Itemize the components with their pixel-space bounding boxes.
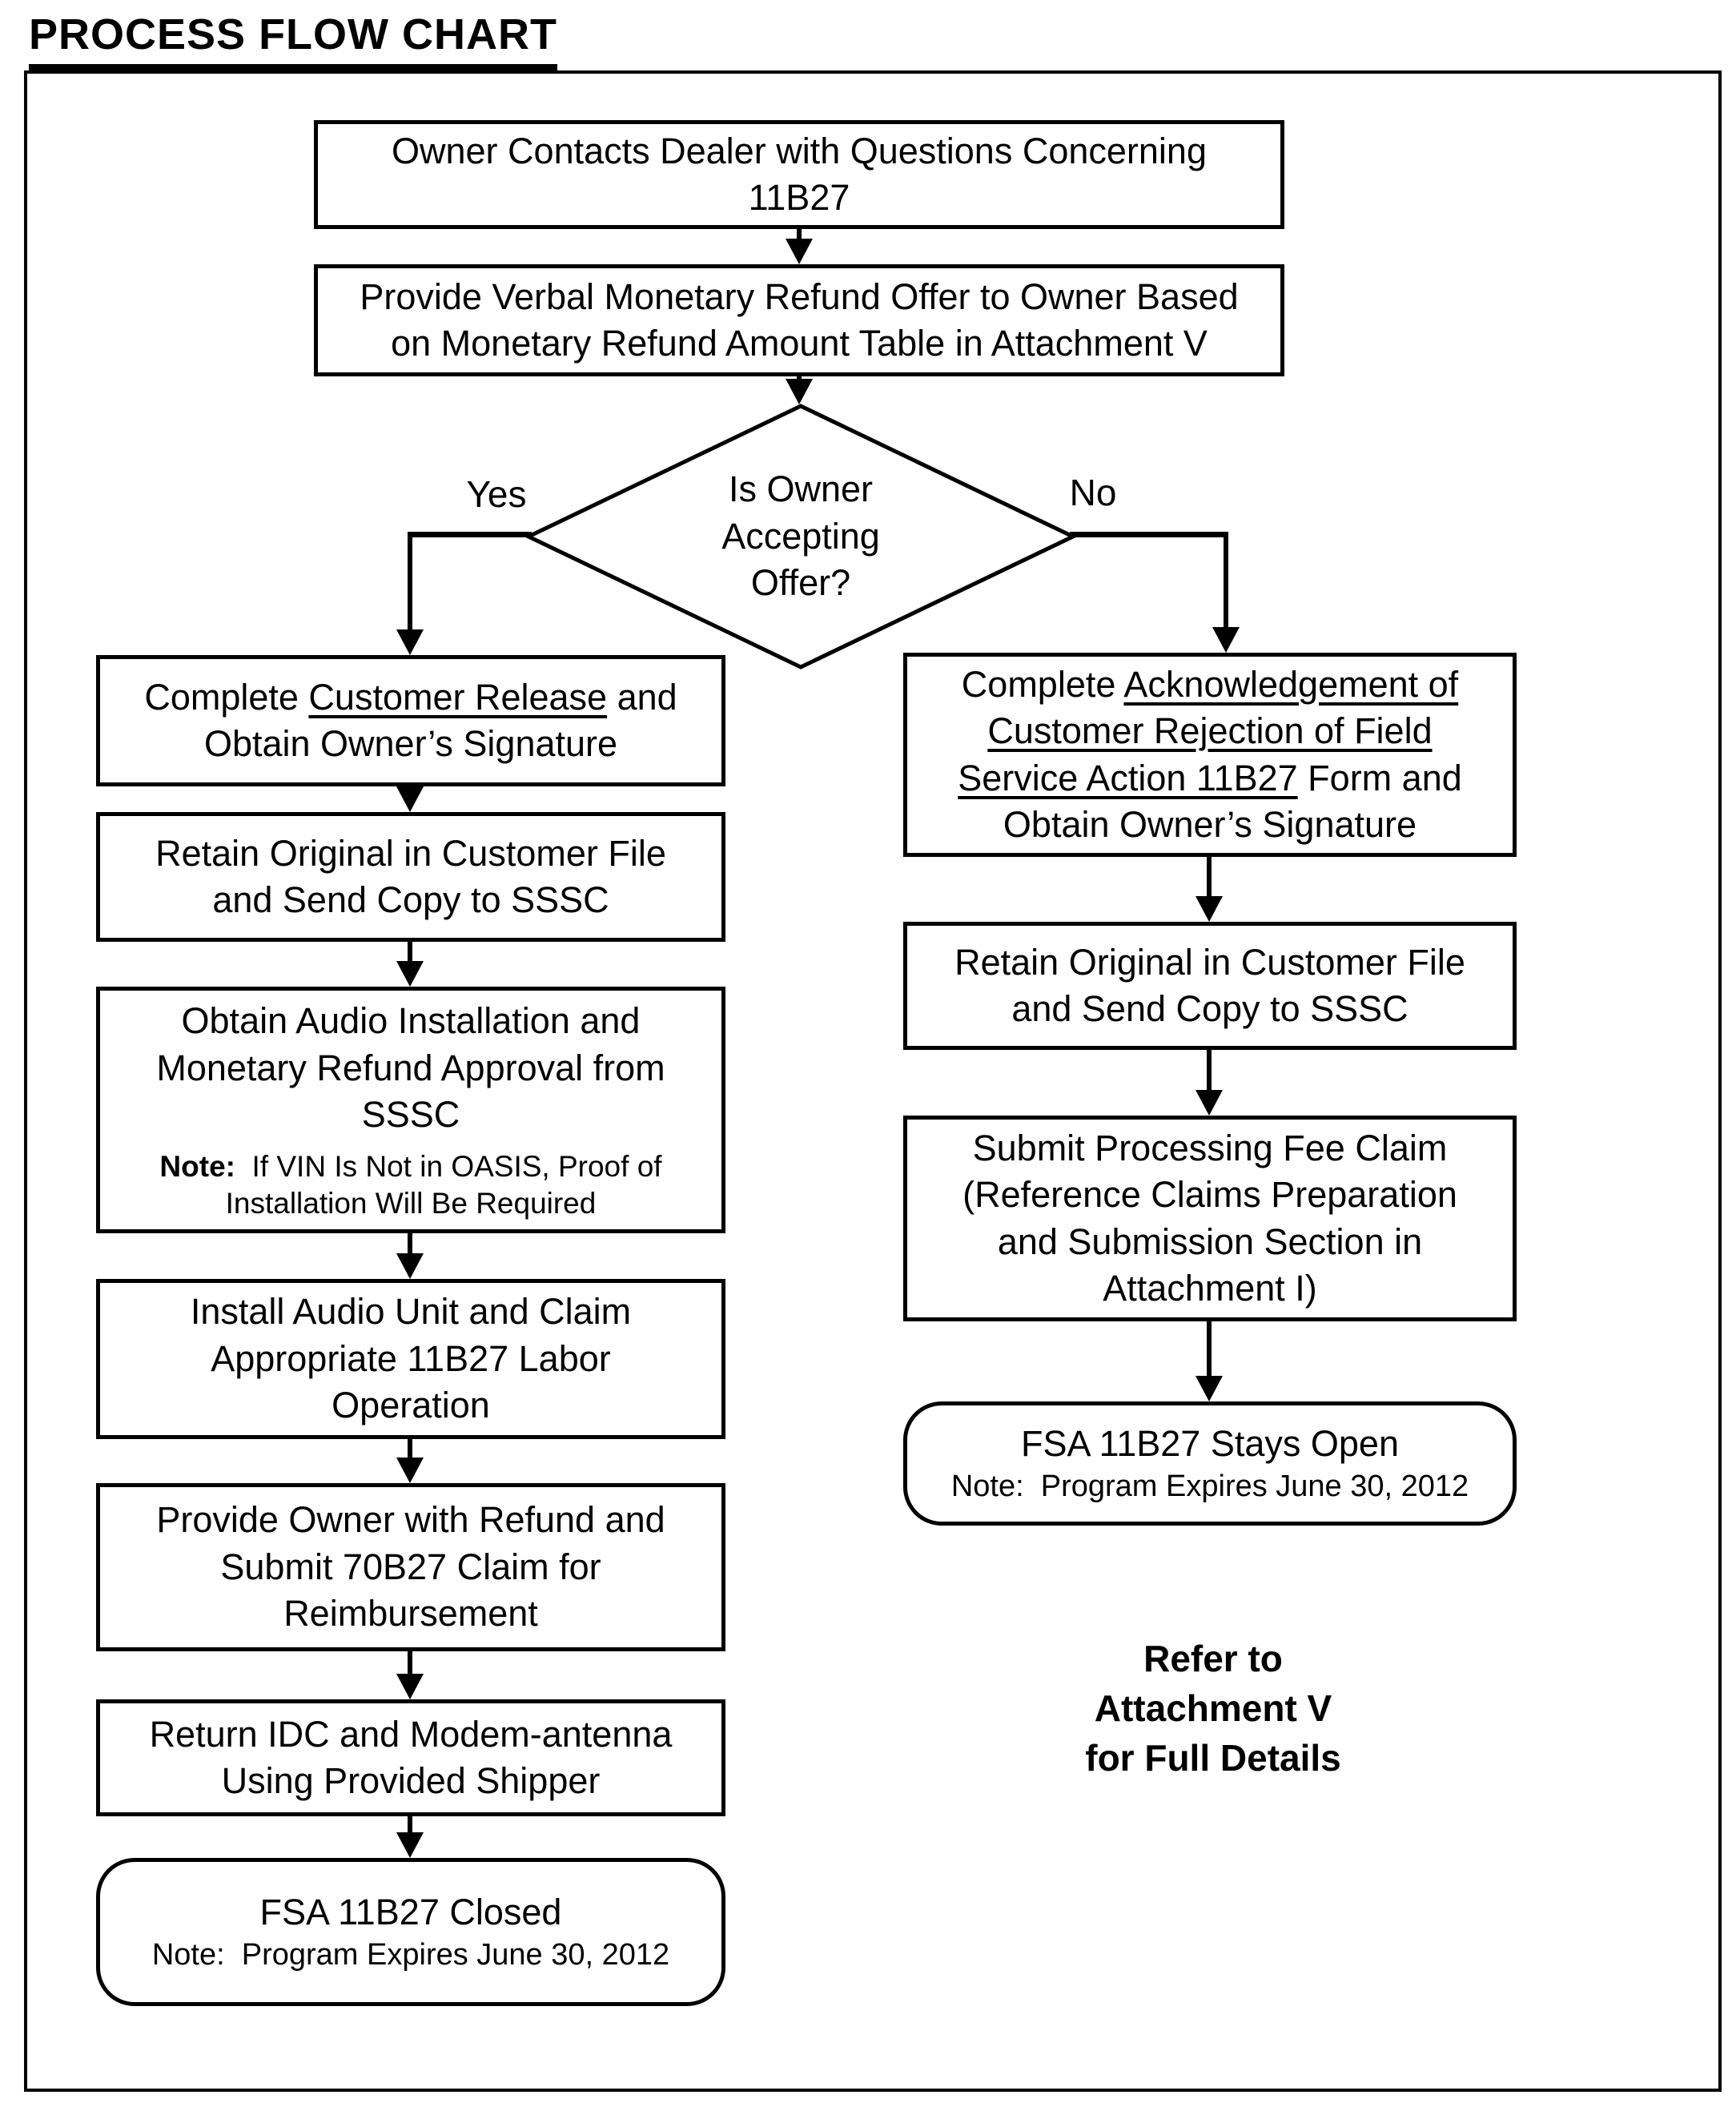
connector-line — [408, 1439, 412, 1462]
connector-line — [408, 1816, 412, 1837]
arrow-down-icon — [396, 1253, 424, 1279]
arrow-down-icon — [396, 786, 424, 812]
box-return-idc: Return IDC and Modem-antenna Using Provi… — [96, 1699, 725, 1816]
diamond-shape — [525, 404, 1076, 669]
box-fee-claim: Submit Processing Fee Claim (Reference C… — [903, 1116, 1517, 1321]
arrow-down-icon — [396, 1674, 424, 1699]
connector-line — [408, 1233, 412, 1258]
oasis-note: Note: If VIN Is Not in OASIS, Proof of I… — [159, 1149, 662, 1220]
arrow-down-icon — [396, 629, 424, 655]
box-ack-rejection-text: Complete Acknowledgement of Customer Rej… — [958, 663, 1462, 846]
page-title: PROCESS FLOW CHART — [29, 10, 557, 70]
box-ack-rejection: Complete Acknowledgement of Customer Rej… — [903, 653, 1517, 857]
arrow-down-icon — [786, 239, 813, 264]
terminator-fsa-open-note: Note: Program Expires June 30, 2012 — [950, 1470, 1469, 1504]
no-path-line — [1070, 532, 1228, 537]
no-path-line — [1224, 532, 1228, 630]
arrow-down-icon — [1196, 896, 1223, 922]
no-label: No — [1069, 472, 1117, 513]
box-obtain-approval: Obtain Audio Installation and Monetary R… — [96, 987, 725, 1233]
connector-line — [408, 1651, 412, 1679]
arrow-down-icon — [396, 1832, 424, 1858]
box-verbal-offer: Provide Verbal Monetary Refund Offer to … — [314, 264, 1284, 376]
connector-line — [797, 227, 802, 242]
connector-line — [1207, 1321, 1212, 1381]
connector-line — [1207, 857, 1212, 901]
arrow-down-icon — [786, 379, 813, 404]
yes-path-line — [408, 532, 412, 633]
terminator-fsa-closed-title: FSA 11B27 Closed — [259, 1891, 562, 1932]
yes-path-line — [408, 532, 532, 537]
arrow-down-icon — [396, 1458, 424, 1483]
box-retain-copy-no: Retain Original in Customer File and Sen… — [903, 922, 1517, 1050]
refer-note: Refer to Attachment V for Full Details — [1085, 1638, 1341, 1779]
terminator-fsa-closed-note: Note: Program Expires June 30, 2012 — [151, 1938, 670, 1972]
connector-line — [1207, 1050, 1212, 1095]
box-customer-release: Complete Customer Release and Obtain Own… — [96, 655, 725, 786]
arrow-down-icon — [396, 961, 424, 987]
box-install-audio: Install Audio Unit and Claim Appropriate… — [96, 1279, 725, 1439]
terminator-fsa-open: FSA 11B27 Stays Open Note: Program Expir… — [903, 1401, 1517, 1526]
box-owner-contacts: Owner Contacts Dealer with Questions Con… — [314, 120, 1284, 229]
decision-diamond: Is Owner Accepting Offer? — [525, 403, 1076, 670]
box-retain-copy-yes: Retain Original in Customer File and Sen… — [96, 812, 725, 942]
connector-line — [408, 942, 412, 966]
box-obtain-approval-text: Obtain Audio Installation and Monetary R… — [156, 1000, 665, 1135]
arrow-down-icon — [1212, 627, 1240, 653]
decision-label: Is Owner Accepting Offer? — [721, 468, 880, 604]
arrow-down-icon — [1196, 1090, 1223, 1116]
arrow-down-icon — [1196, 1376, 1223, 1401]
box-customer-release-text: Complete Customer Release and Obtain Own… — [144, 676, 677, 765]
box-provide-refund: Provide Owner with Refund and Submit 70B… — [96, 1483, 725, 1651]
terminator-fsa-closed: FSA 11B27 Closed Note: Program Expires J… — [96, 1858, 725, 2006]
terminator-fsa-open-title: FSA 11B27 Stays Open — [1021, 1422, 1399, 1464]
yes-label: Yes — [466, 473, 527, 515]
